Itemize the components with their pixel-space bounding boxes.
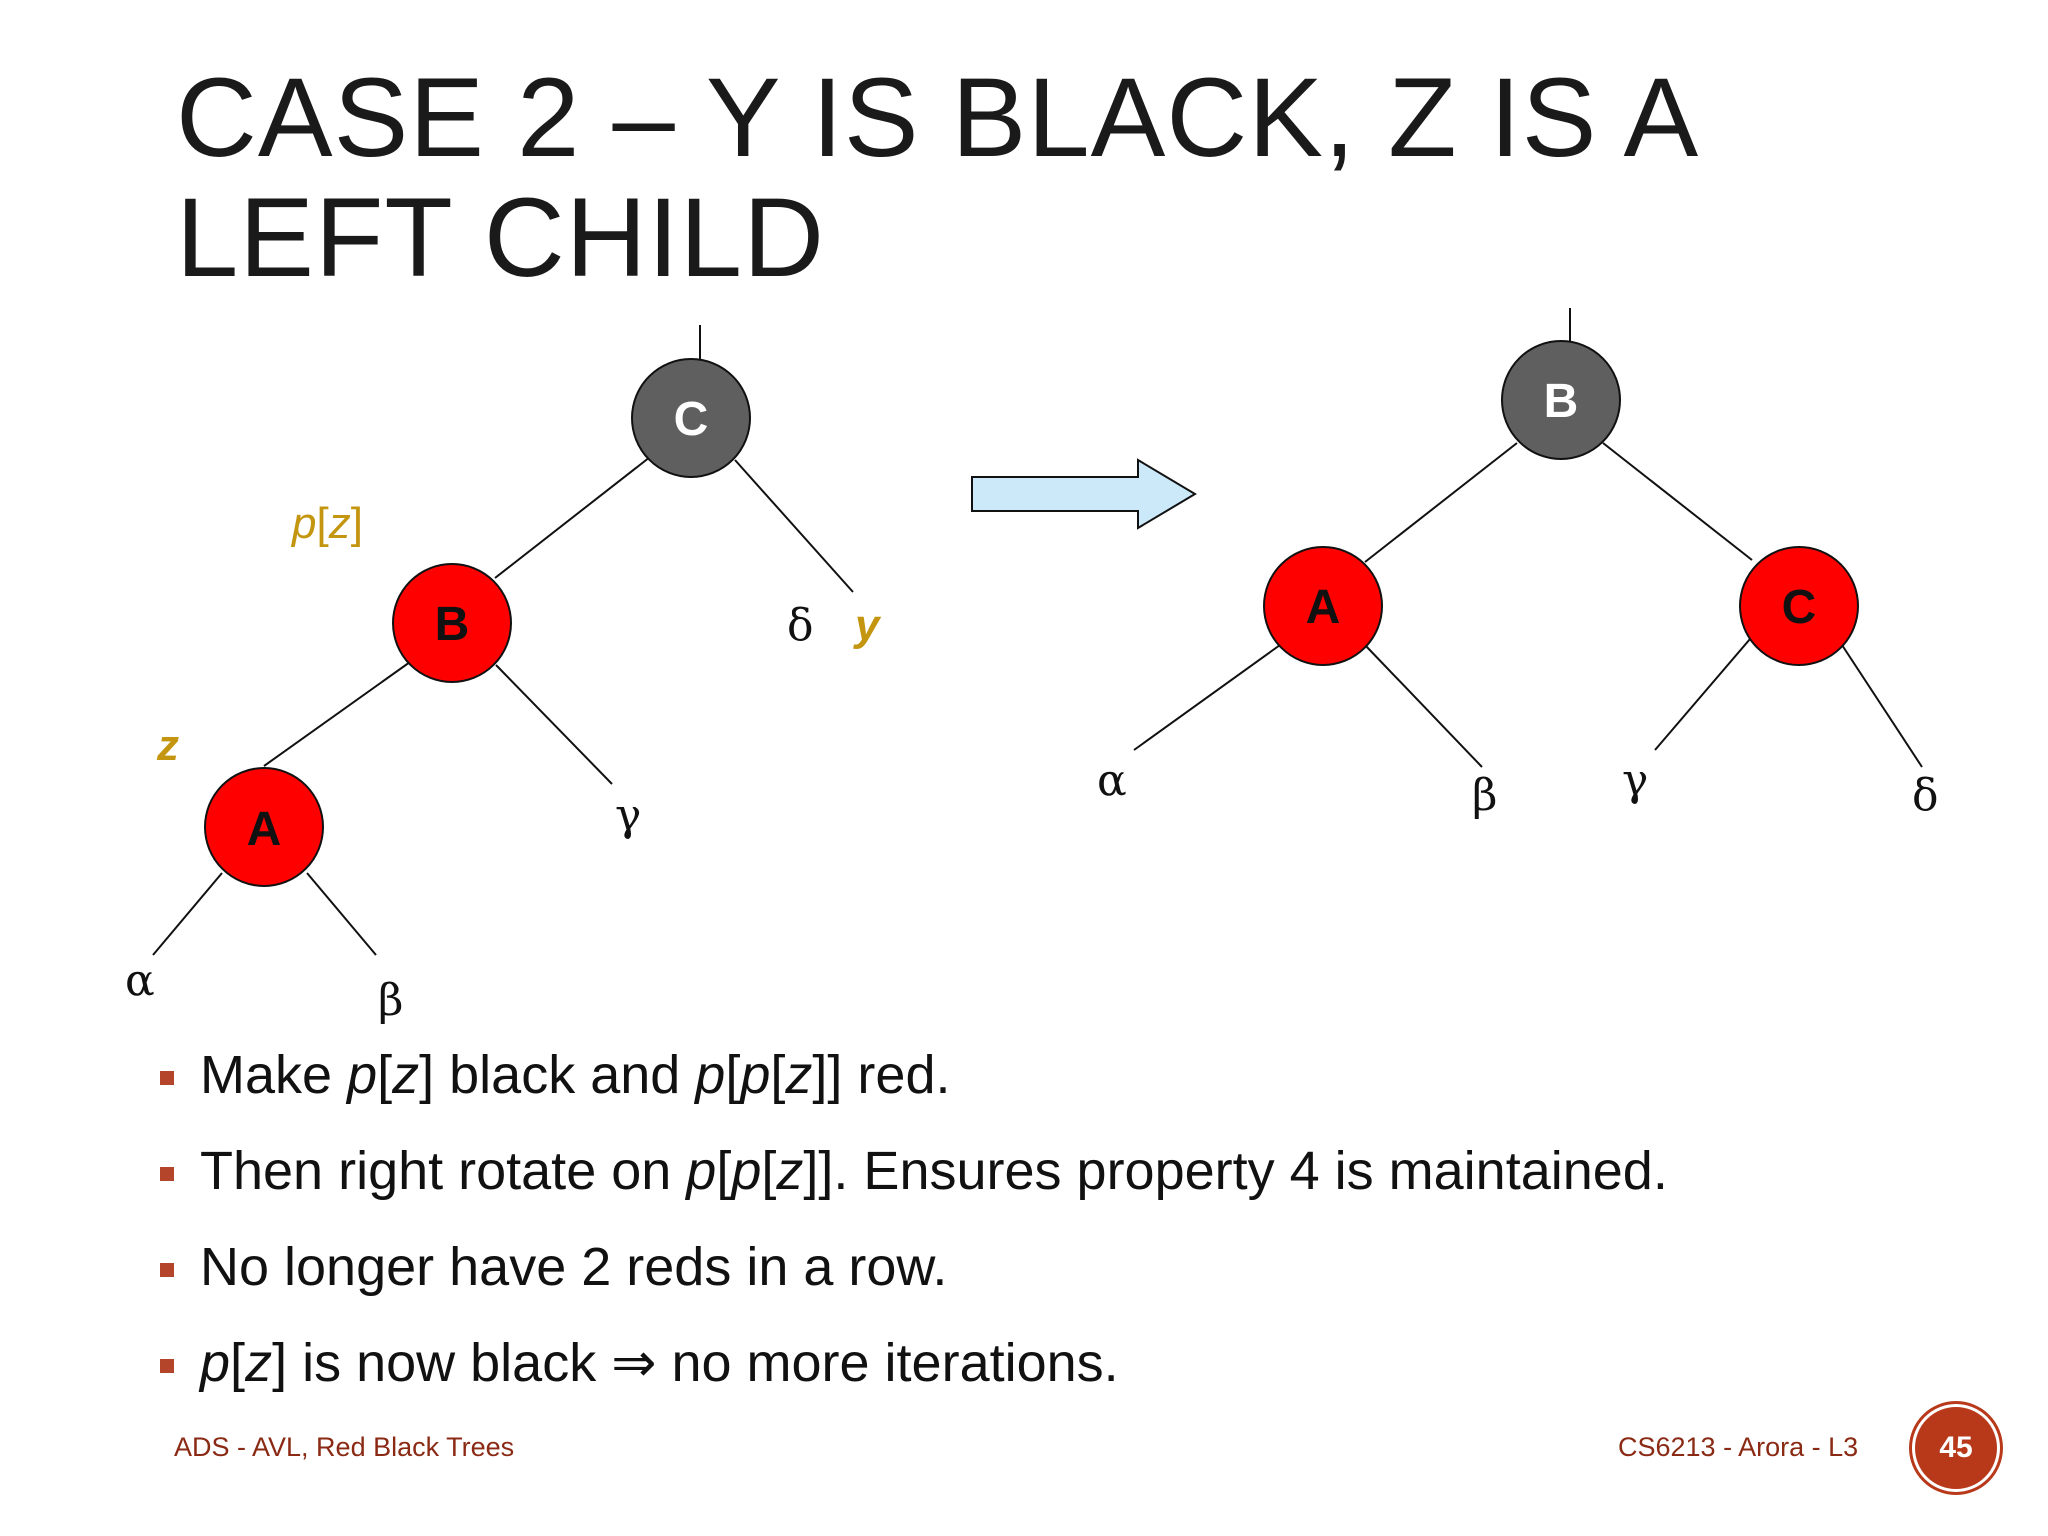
edge-B-A: [263, 661, 411, 767]
bullet-item: No longer have 2 reds in a row.: [160, 1237, 1668, 1297]
node-A-after: [1263, 546, 1383, 666]
transform-arrow: [971, 458, 1197, 530]
annotation-y: y: [853, 601, 882, 650]
node-A-after-label: A: [1306, 581, 1341, 634]
node-B-after: [1501, 340, 1621, 460]
bullet-item: Then right rotate on p[p[z]]. Ensures pr…: [160, 1141, 1668, 1201]
node-C-before-label: C: [674, 393, 709, 446]
bullet-marker: [160, 1359, 174, 1373]
slide-title: CASE 2 – Y IS BLACK, Z IS A LEFT CHILD: [176, 58, 1976, 298]
edge-C-gamma-after: [1654, 631, 1757, 751]
node-B-before-label: B: [435, 598, 470, 651]
tree-after: B A C α β γ δ: [1097, 308, 1939, 821]
edge-C-B: [494, 456, 651, 579]
node-C-after-label: C: [1782, 581, 1817, 634]
page-number-badge: 45: [1912, 1404, 2000, 1492]
edge-A-alpha-after: [1133, 644, 1281, 751]
bullet-marker: [160, 1167, 174, 1181]
node-B-after-label: B: [1544, 375, 1579, 428]
edge-A-beta: [306, 872, 377, 956]
edge-C-delta-after: [1841, 644, 1923, 768]
node-C-before: [631, 358, 751, 478]
tree-before: C B A α β γ δ p[z] z y: [125, 325, 882, 1026]
bullet-item: p[z] is now black ⇒ no more iterations.: [160, 1333, 1668, 1393]
subtree-gamma-after: γ: [1622, 755, 1648, 806]
subtree-delta-before: δ: [787, 600, 814, 651]
subtree-alpha-before: α: [125, 955, 155, 1006]
edge-B-C-after: [1602, 442, 1753, 561]
subtree-beta-after: β: [1472, 770, 1497, 821]
subtree-alpha-after: α: [1097, 755, 1127, 806]
implies-symbol: ⇒: [611, 1331, 657, 1394]
bullet-marker: [160, 1071, 174, 1085]
bullet-marker: [160, 1263, 174, 1277]
annotation-pz: p[z]: [290, 499, 363, 548]
bullet-list: Make p[z] black and p[p[z]] red. Then ri…: [160, 1045, 1668, 1429]
footer-course-code: CS6213 - Arora - L3: [1618, 1432, 1859, 1462]
node-A-before-label: A: [247, 803, 282, 856]
edge-B-gamma: [495, 664, 613, 785]
node-A-before: [204, 767, 324, 887]
node-B-before: [392, 563, 512, 683]
subtree-beta-before: β: [378, 975, 403, 1026]
subtree-gamma-before: γ: [615, 790, 641, 841]
edge-B-A-after: [1364, 442, 1518, 563]
node-C-after: [1739, 546, 1859, 666]
subtree-delta-after: δ: [1912, 770, 1939, 821]
bullet-item: Make p[z] black and p[p[z]] red.: [160, 1045, 1668, 1105]
annotation-z: z: [156, 721, 179, 770]
edge-A-alpha: [152, 872, 223, 956]
edge-A-beta-after: [1364, 644, 1483, 768]
footer-course-topic: ADS - AVL, Red Black Trees: [174, 1432, 515, 1462]
slide-title-line-2: LEFT CHILD: [176, 175, 825, 300]
slide-title-line-1: CASE 2 – Y IS BLACK, Z IS A: [176, 55, 1700, 180]
edge-C-delta: [734, 459, 854, 593]
